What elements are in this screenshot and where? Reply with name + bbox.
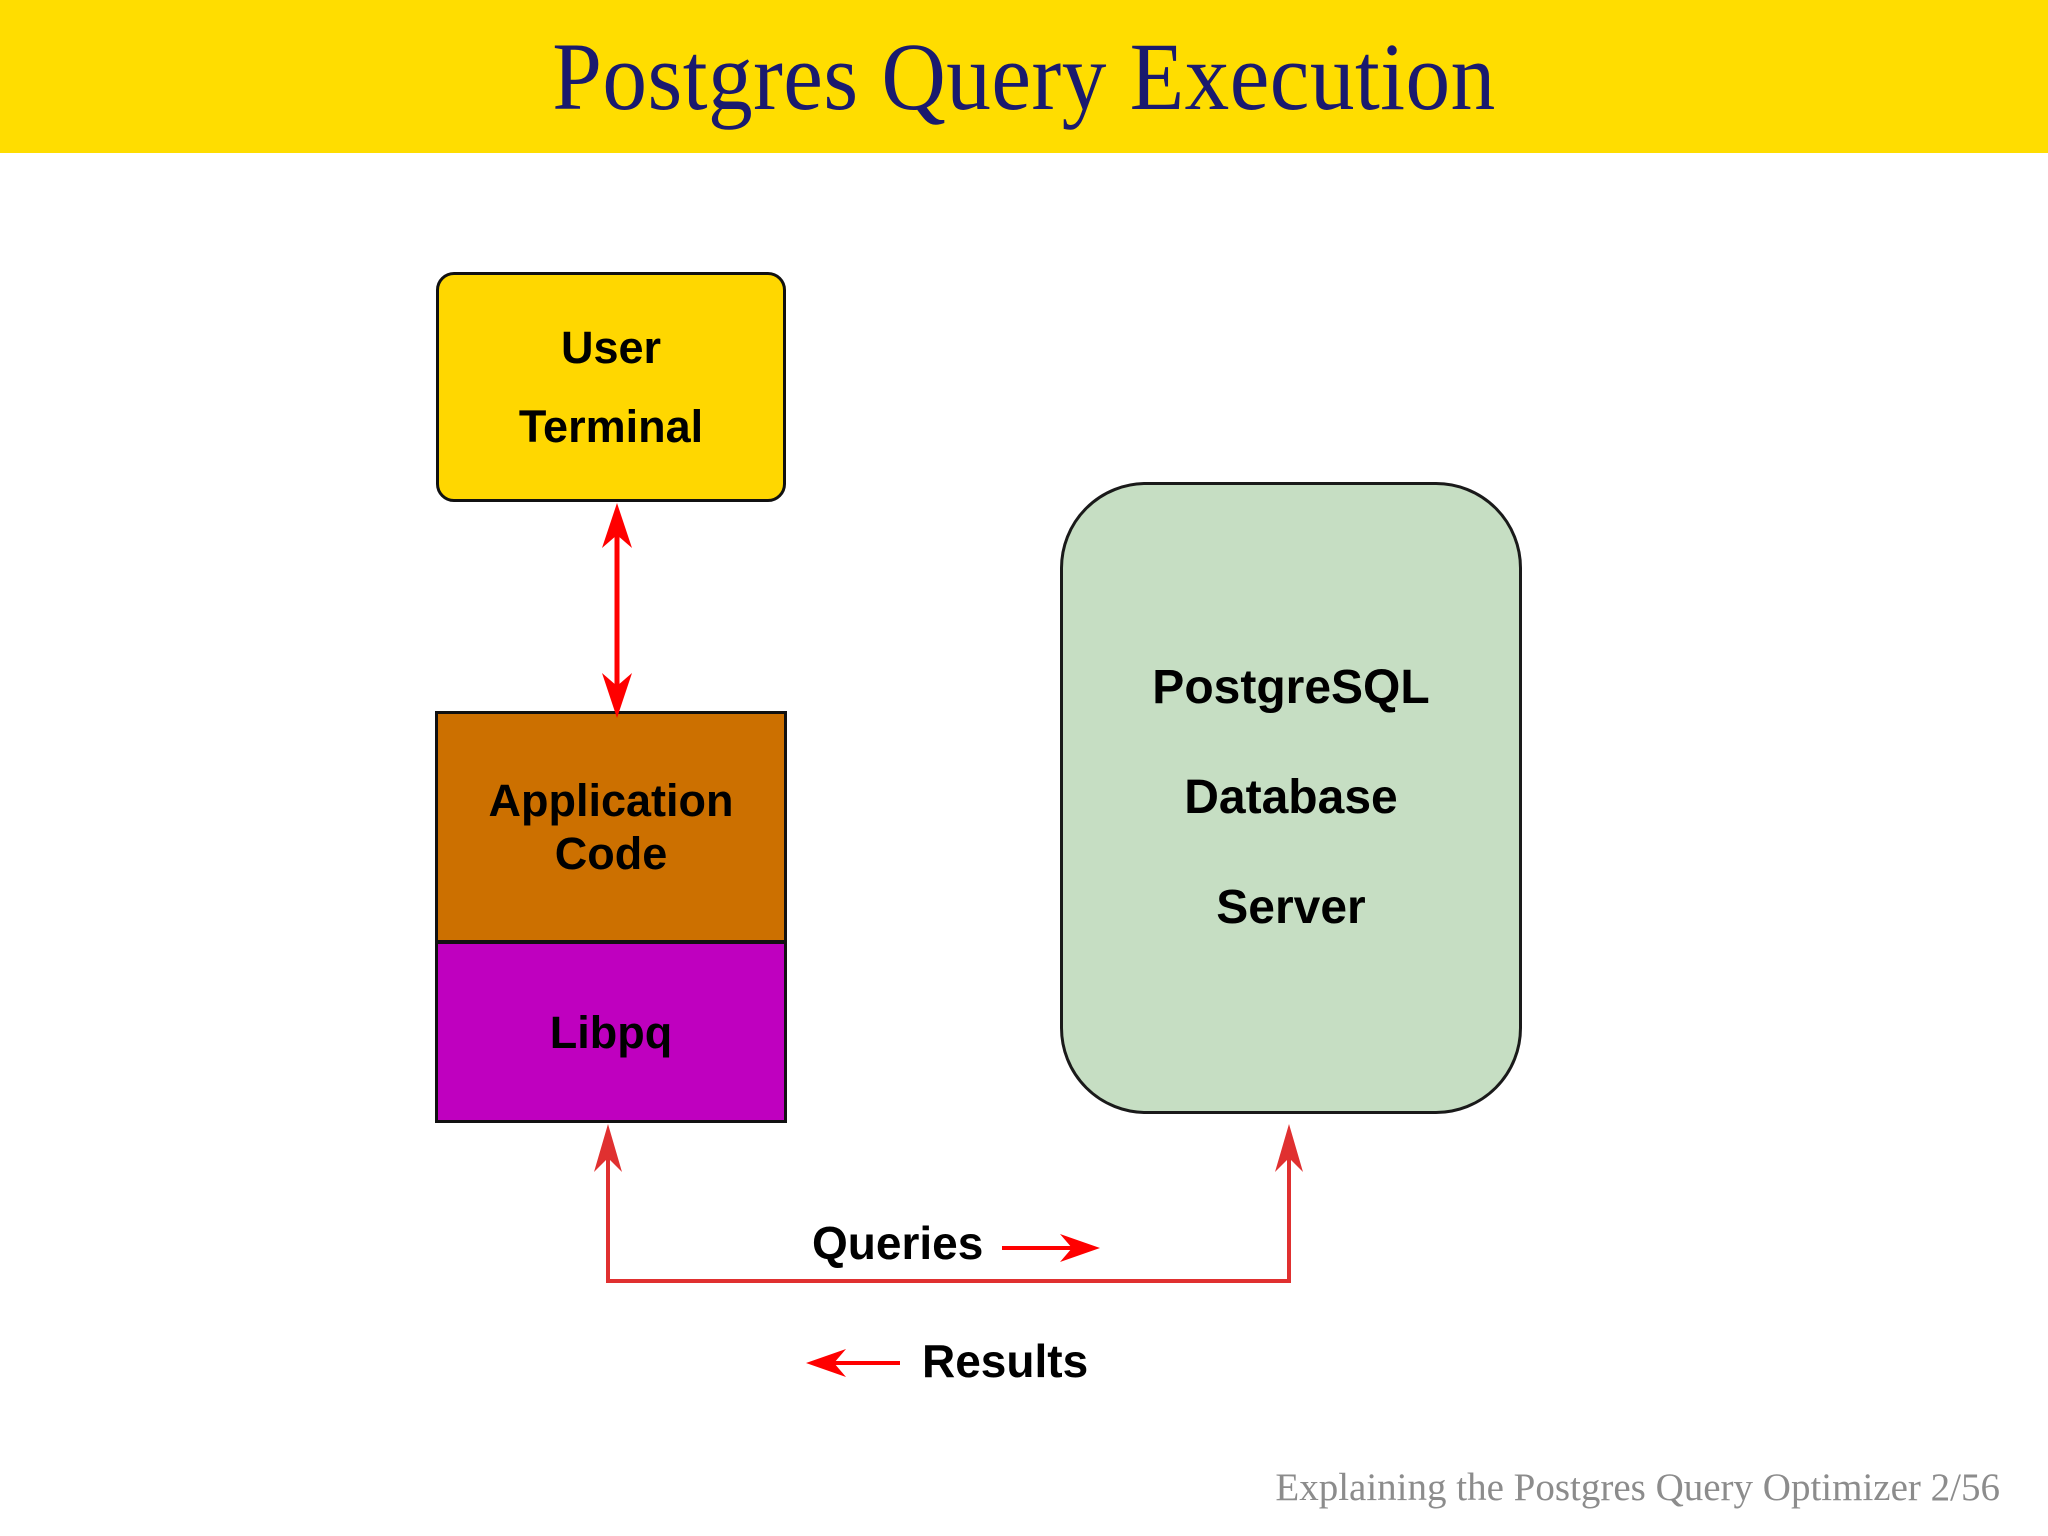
connector-terminal-application	[602, 503, 632, 718]
results-arrow-icon	[806, 1349, 900, 1377]
node-libpq-label: Libpq	[549, 1006, 673, 1058]
node-user-terminal-line-2: Terminal	[518, 401, 704, 452]
footer-text: Explaining the Postgres Query Optimizer …	[1275, 1466, 2000, 1509]
page-title: Postgres Query Execution	[552, 22, 1496, 130]
flow-label-results: Results	[922, 1335, 1089, 1387]
node-postgres-database-server: PostgreSQL Database Server	[1060, 482, 1522, 1114]
node-postgres-server-line-2: Database	[1184, 771, 1398, 824]
flow-label-queries: Queries	[812, 1217, 984, 1269]
title-band: Postgres Query Execution	[0, 0, 2048, 153]
node-postgres-server-line-3: Server	[1216, 881, 1366, 934]
node-postgres-server-line-1: PostgreSQL	[1152, 661, 1430, 714]
node-application-code: Application Code	[435, 711, 787, 943]
node-libpq: Libpq	[435, 941, 787, 1123]
queries-arrow-icon	[1002, 1234, 1100, 1262]
node-user-terminal: User Terminal	[436, 272, 786, 502]
node-application-code-line-1: Application	[488, 774, 734, 826]
node-application-code-line-2: Code	[554, 828, 668, 879]
node-user-terminal-line-1: User	[560, 322, 662, 373]
